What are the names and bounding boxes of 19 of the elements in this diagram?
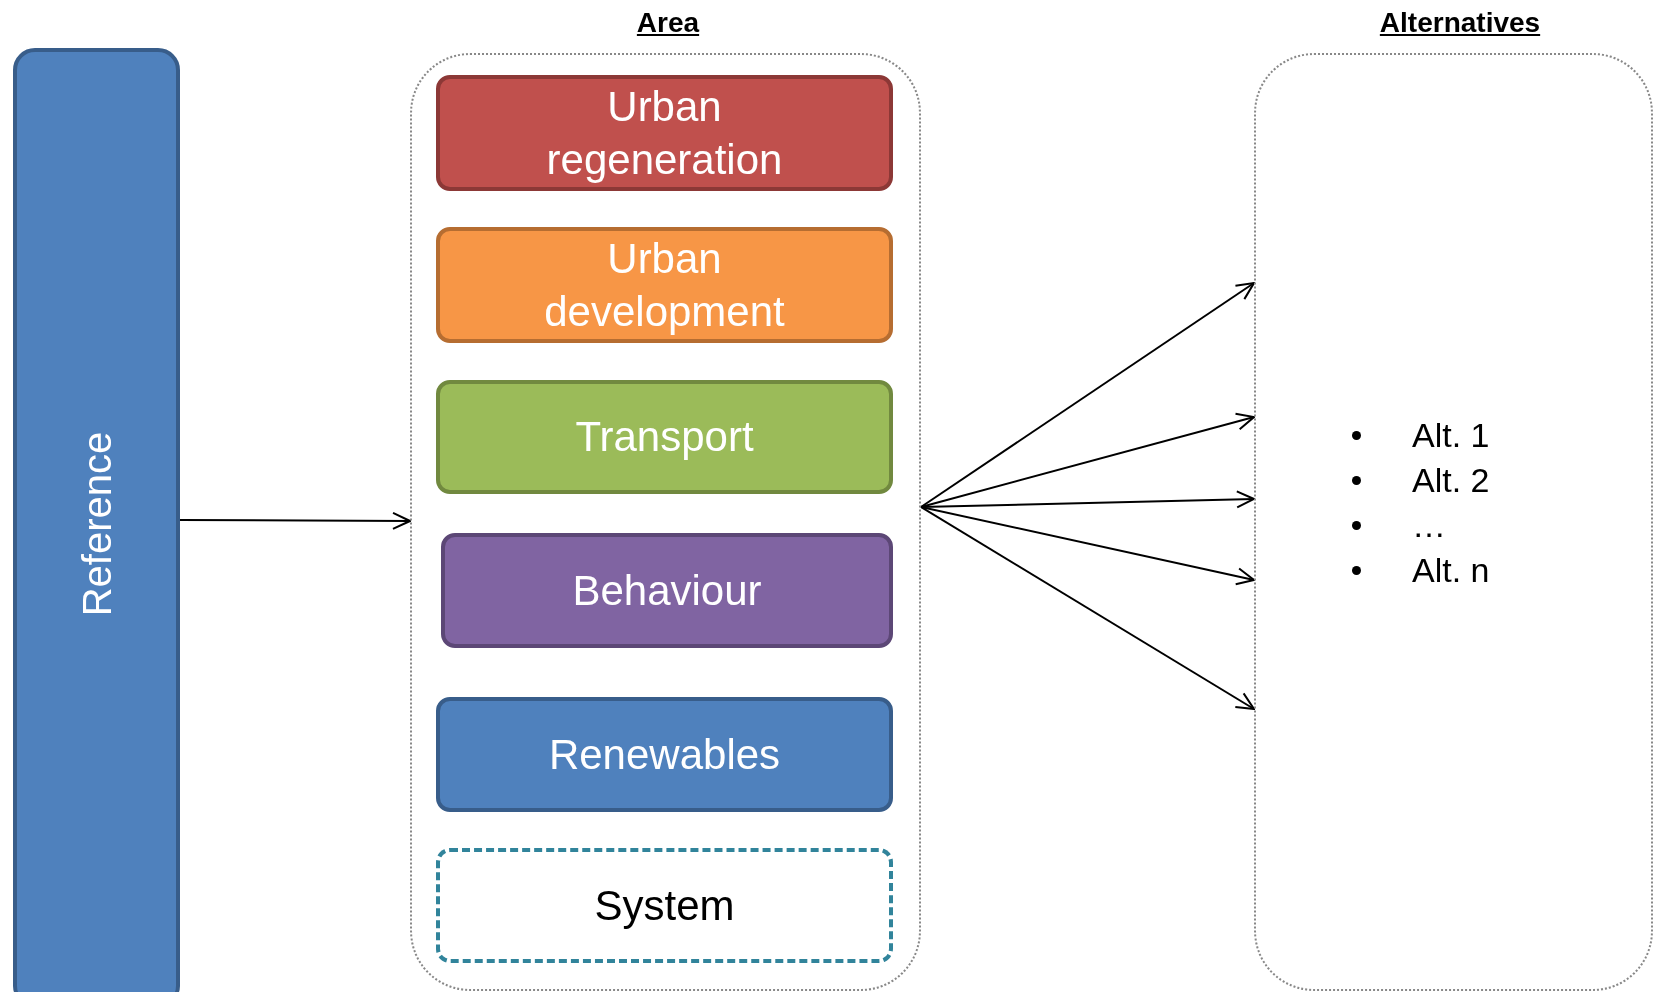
arrow [920, 412, 1255, 508]
list-item: Alt. 2 [1412, 461, 1490, 499]
area-box: Urban regeneration [436, 75, 893, 191]
arrow [920, 506, 1255, 710]
area-box: Behaviour [441, 533, 893, 648]
reference-bar: Reference [13, 48, 180, 992]
column-heading: Area [636, 7, 700, 39]
column-heading: Alternatives [1379, 7, 1541, 39]
system-box: System [436, 848, 893, 963]
area-box: Renewables [436, 697, 893, 812]
arrow [920, 490, 1255, 509]
area-box: Transport [436, 380, 893, 494]
arrow [920, 506, 1255, 586]
area-box: Urban development [436, 227, 893, 343]
list-item: … [1412, 506, 1446, 544]
arrow [920, 282, 1255, 508]
list-item: Alt. 1 [1412, 416, 1490, 454]
arrow [179, 511, 411, 530]
list-item: Alt. n [1412, 551, 1490, 589]
